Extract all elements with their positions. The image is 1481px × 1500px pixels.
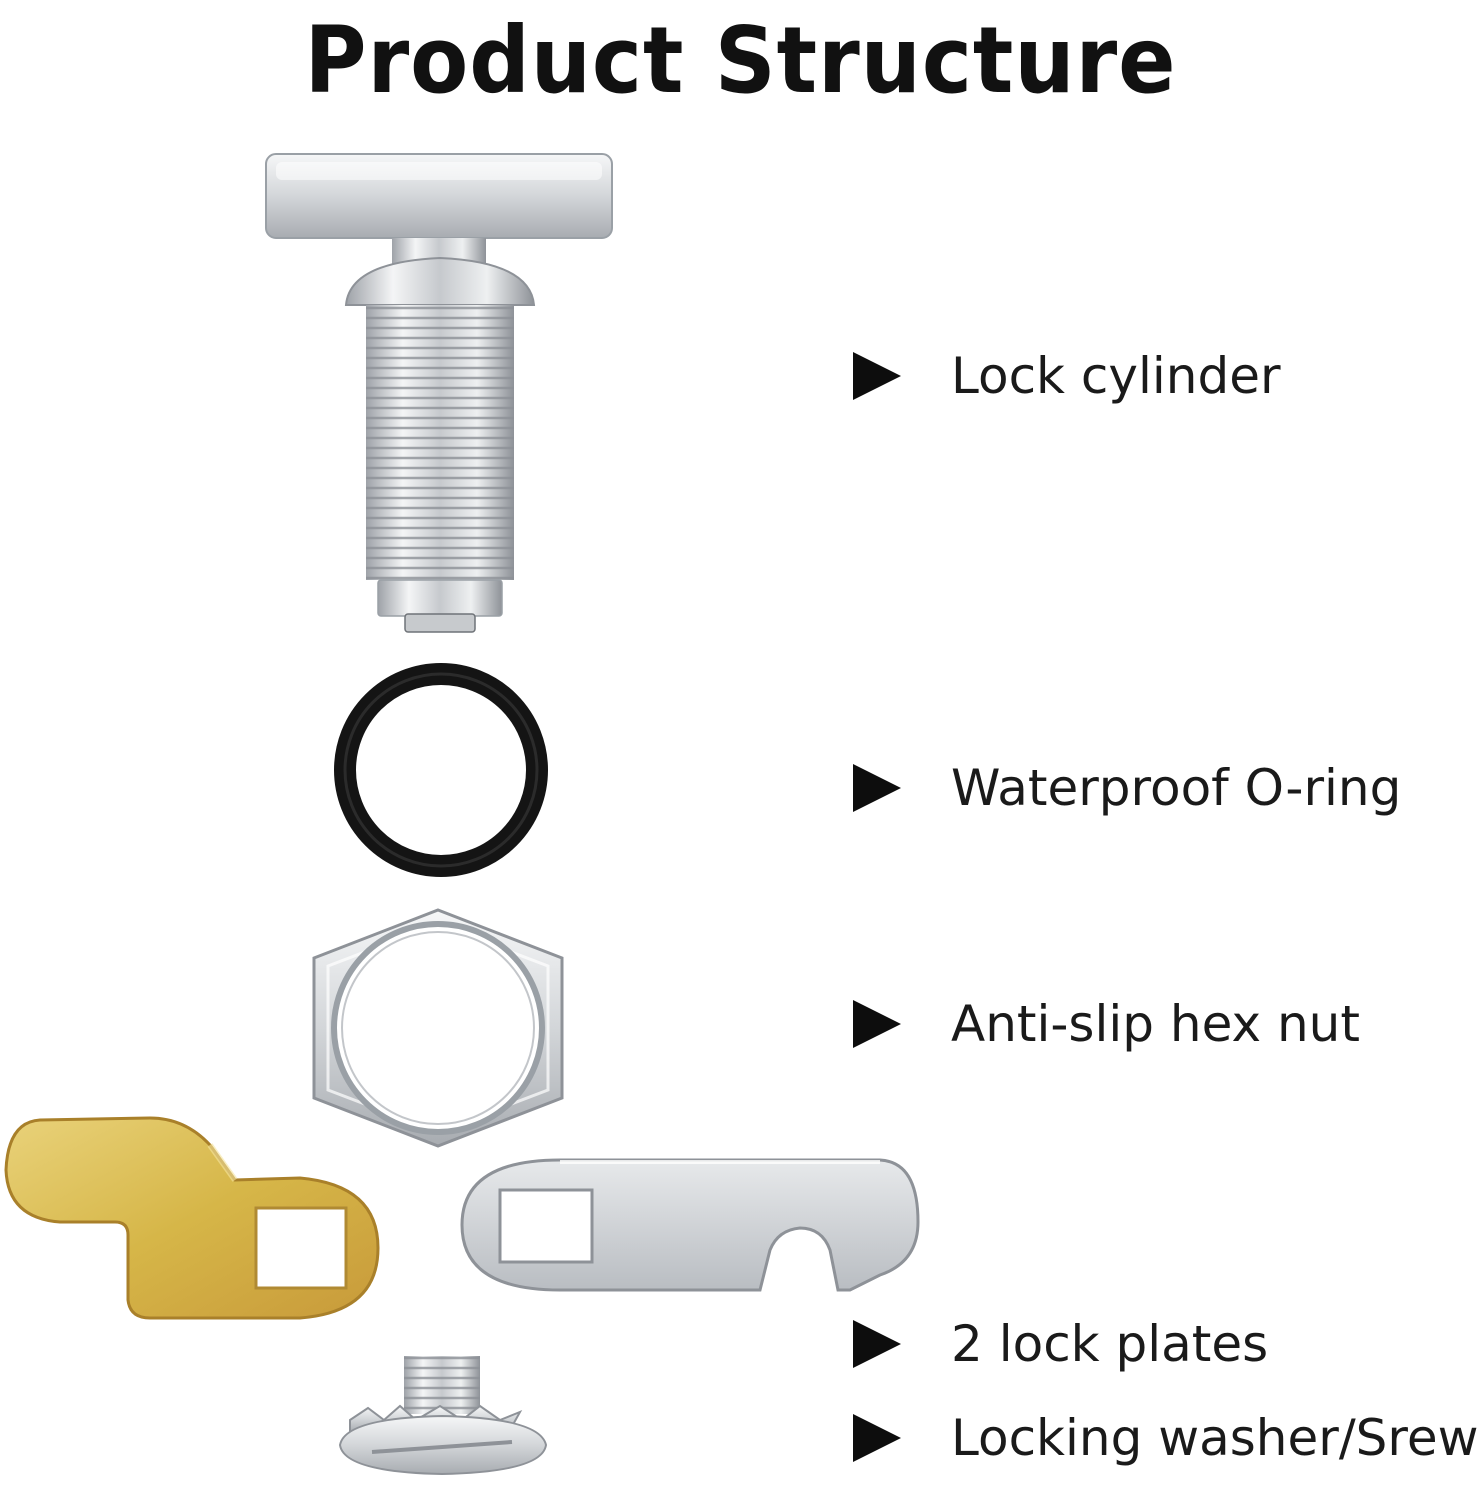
triangle-right-icon <box>853 1320 901 1368</box>
washer-screw-icon <box>338 1356 548 1476</box>
label-o-ring: Waterproof O-ring <box>853 756 1401 820</box>
triangle-right-icon <box>853 352 901 400</box>
label-hex-nut: Anti-slip hex nut <box>853 992 1360 1056</box>
label-text: Locking washer/Srew <box>951 1409 1479 1467</box>
label-text: Waterproof O-ring <box>951 759 1402 817</box>
lock-cylinder-icon <box>265 153 613 633</box>
label-text: 2 lock plates <box>951 1315 1269 1373</box>
triangle-right-icon <box>853 764 901 812</box>
label-text: Anti-slip hex nut <box>951 995 1360 1053</box>
silver-lock-plate-icon <box>460 1158 920 1292</box>
label-text: Lock cylinder <box>951 347 1281 405</box>
o-ring-icon <box>334 663 548 877</box>
label-washer-screw: Locking washer/Srew <box>853 1406 1479 1470</box>
triangle-right-icon <box>853 1414 901 1462</box>
label-lock-cylinder: Lock cylinder <box>853 344 1281 408</box>
page-title: Product Structure <box>304 6 1177 114</box>
hex-nut-icon <box>312 908 564 1148</box>
triangle-right-icon <box>853 1000 901 1048</box>
label-lock-plates: 2 lock plates <box>853 1312 1268 1376</box>
brass-lock-plate-icon <box>4 1116 380 1320</box>
